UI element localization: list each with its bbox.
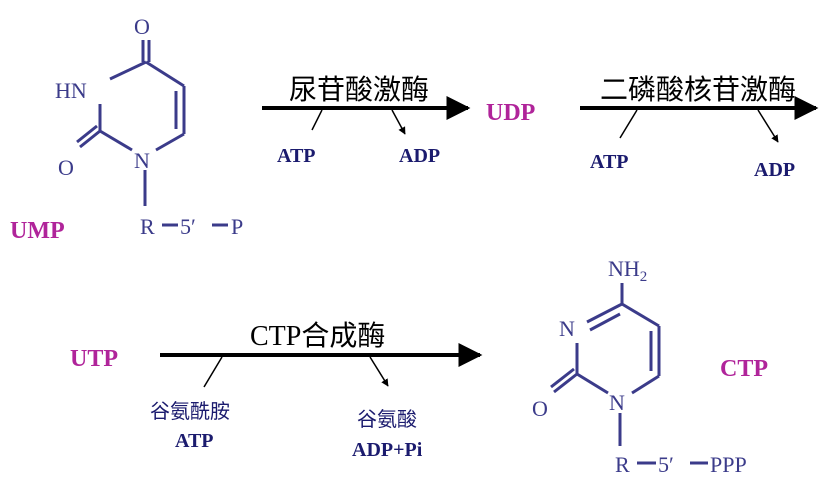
ctp-atom-ppp: PPP	[710, 452, 747, 477]
step3-in-atp: ATP	[175, 430, 214, 452]
ump-five-prime: 5′	[180, 214, 196, 239]
step3-out-adp-pi: ADP+Pi	[352, 439, 423, 461]
udp-label: UDP	[486, 100, 535, 126]
ump-atom-n: N	[134, 148, 150, 173]
ctp-atom-r: R	[615, 452, 630, 477]
step2-in-line	[619, 109, 638, 139]
step3-out-arrow	[369, 356, 389, 387]
ctp-five-prime: 5′	[658, 452, 674, 477]
step3-out-glutamate: 谷氨酸	[357, 408, 417, 431]
ump-ring-bond	[145, 60, 185, 88]
step1-enzyme: 尿苷酸激酶	[289, 74, 429, 106]
ctp-atoms: NH2 N O N R 5′ PPP	[532, 256, 747, 477]
ctp-ring-double	[589, 312, 621, 332]
ctp-atom-nh2: NH2	[608, 256, 647, 285]
ump-co-left-bond-a	[79, 129, 101, 149]
ump-co-left-bond-b	[76, 124, 98, 144]
step3-in-line	[203, 356, 223, 388]
step2-in: ATP	[590, 151, 629, 173]
step3-enzyme: CTP合成酶	[250, 320, 385, 352]
ump-atom-r: R	[140, 214, 155, 239]
ctp-ring-bond	[576, 372, 609, 395]
ump-atom-hn: HN	[55, 78, 87, 103]
ump-ring-bond	[99, 129, 133, 152]
utp-label: UTP	[70, 346, 118, 372]
ump-ring-bond	[155, 132, 185, 152]
ctp-atom-o: O	[532, 396, 548, 421]
ctp-structure	[550, 283, 708, 465]
ctp-co-bond-a	[553, 372, 578, 394]
ctp-ring-bond	[621, 302, 660, 328]
ump-atoms: O HN O N R 5′ P	[55, 14, 243, 239]
step1-in-line	[311, 109, 323, 131]
ctp-ring-bond	[586, 302, 623, 324]
ctp-atom-n-left: N	[559, 316, 575, 341]
step3-in-glutamine: 谷氨酰胺	[150, 400, 230, 423]
ump-atom-p: P	[231, 214, 243, 239]
ump-structure	[76, 40, 228, 227]
ctp-ring-bond	[631, 374, 660, 395]
ump-atom-o-left: O	[58, 155, 74, 180]
step2-out: ADP	[754, 159, 795, 181]
ctp-co-bond-b	[550, 367, 575, 389]
step2-enzyme: 二磷酸核苷激酶	[600, 74, 796, 106]
ump-atom-o-top: O	[134, 14, 150, 39]
ump-label: UMP	[10, 218, 65, 244]
step1-out: ADP	[399, 145, 440, 167]
ump-ring-bond	[109, 60, 147, 81]
step1-in: ATP	[277, 145, 316, 167]
step2-out-arrow	[757, 109, 779, 143]
ctp-atom-n: N	[609, 390, 625, 415]
step1-out-arrow	[391, 109, 406, 135]
ctp-label: CTP	[720, 356, 768, 382]
